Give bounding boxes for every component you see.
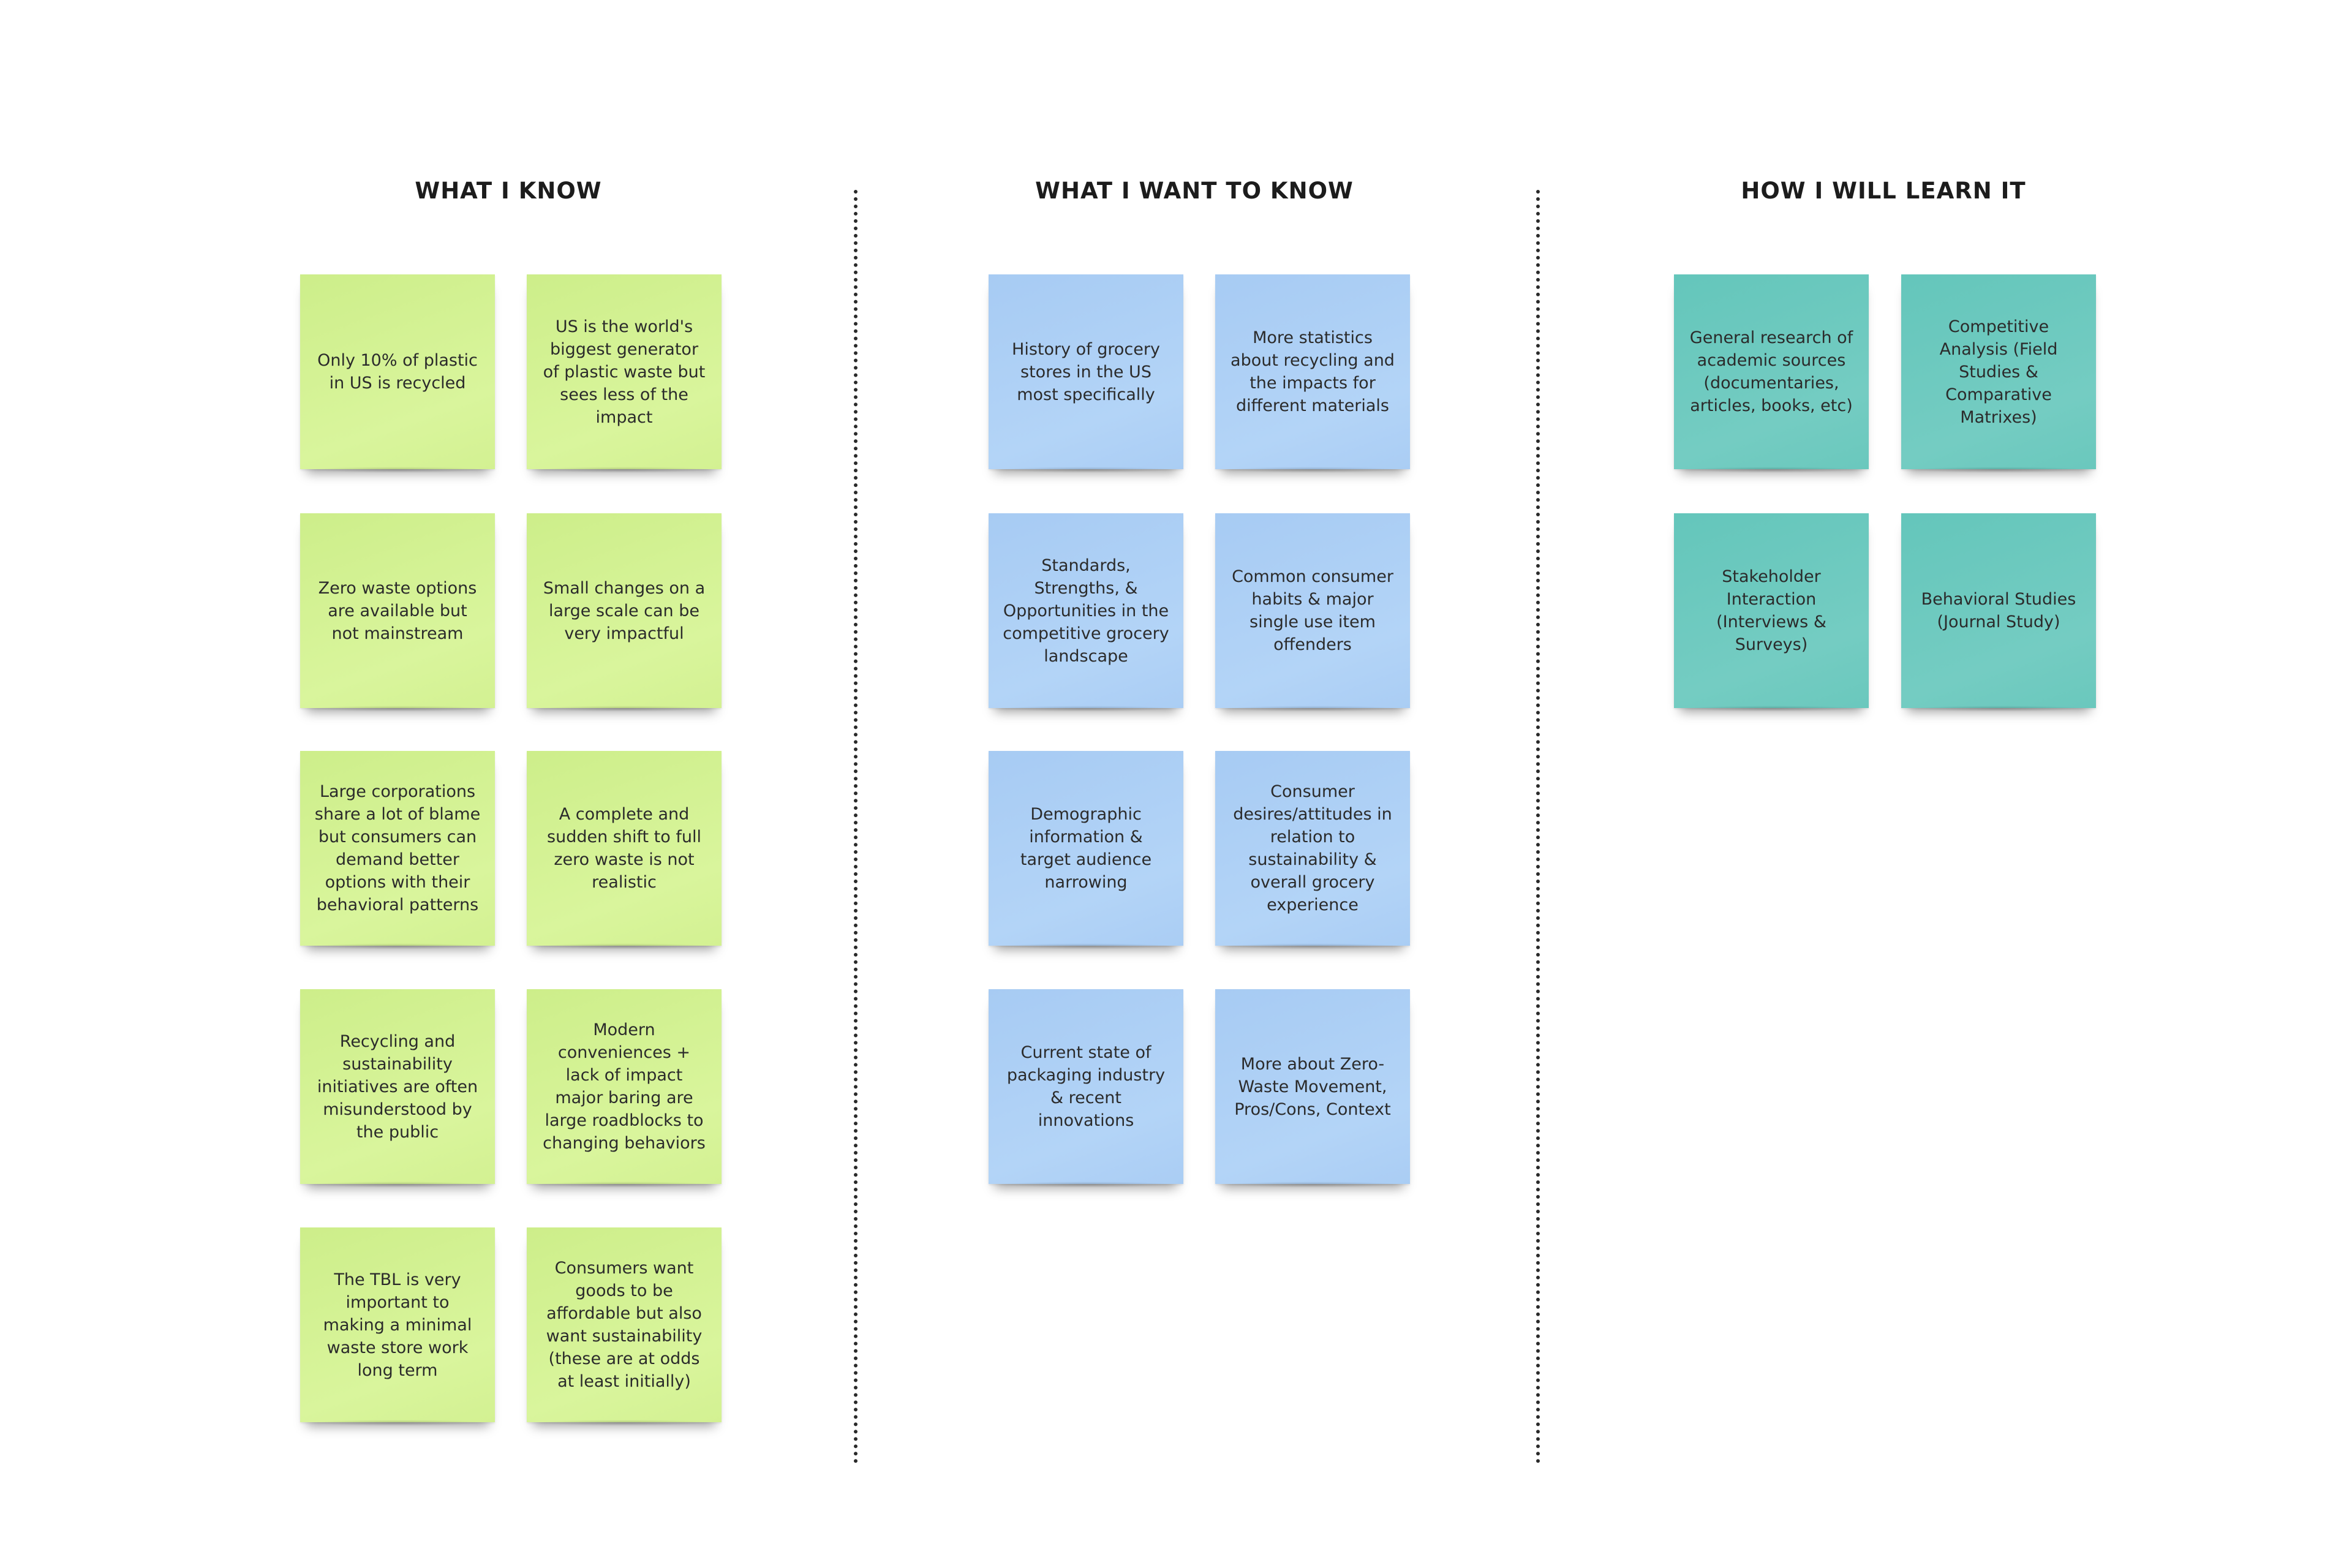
sticky-note-know-4[interactable]: Small changes on a large scale can be ve… — [527, 513, 722, 712]
sticky-note-want-5[interactable]: Demographic information & target audienc… — [989, 751, 1183, 949]
column-title-what-i-know: WHAT I KNOW — [415, 178, 602, 204]
sticky-note-learn-1[interactable]: General research of academic sources (do… — [1674, 274, 1869, 473]
sticky-note-know-5[interactable]: Large corporations share a lot of blame … — [300, 751, 495, 949]
sticky-note-learn-2[interactable]: Competitive Analysis (Field Studies & Co… — [1901, 274, 2096, 473]
sticky-note-want-4[interactable]: Common consumer habits & major single us… — [1215, 513, 1410, 712]
sticky-note-want-1[interactable]: History of grocery stores in the US most… — [989, 274, 1183, 473]
column-divider-left — [854, 190, 858, 1464]
sticky-note-learn-4[interactable]: Behavioral Studies (Journal Study) — [1901, 513, 2096, 712]
sticky-note-know-6[interactable]: A complete and sudden shift to full zero… — [527, 751, 722, 949]
column-title-what-i-want-to-know: WHAT I WANT TO KNOW — [1035, 178, 1354, 204]
sticky-note-learn-3[interactable]: Stakeholder Interaction (Interviews & Su… — [1674, 513, 1869, 712]
sticky-note-know-3[interactable]: Zero waste options are available but not… — [300, 513, 495, 712]
sticky-note-know-1[interactable]: Only 10% of plastic in US is recycled — [300, 274, 495, 473]
sticky-note-want-7[interactable]: Current state of packaging industry & re… — [989, 989, 1183, 1188]
sticky-note-know-8[interactable]: Modern conveniences + lack of impact maj… — [527, 989, 722, 1188]
sticky-note-want-2[interactable]: More statistics about recycling and the … — [1215, 274, 1410, 473]
sticky-note-want-3[interactable]: Standards, Strengths, & Opportunities in… — [989, 513, 1183, 712]
sticky-note-want-8[interactable]: More about Zero-Waste Movement, Pros/Con… — [1215, 989, 1410, 1188]
sticky-note-know-10[interactable]: Consumers want goods to be affordable bu… — [527, 1227, 722, 1426]
sticky-note-know-7[interactable]: Recycling and sustainability initiatives… — [300, 989, 495, 1188]
sticky-note-know-9[interactable]: The TBL is very important to making a mi… — [300, 1227, 495, 1426]
sticky-note-want-6[interactable]: Consumer desires/attitudes in relation t… — [1215, 751, 1410, 949]
sticky-note-know-2[interactable]: US is the world's biggest generator of p… — [527, 274, 722, 473]
column-title-how-i-will-learn-it: HOW I WILL LEARN IT — [1741, 178, 2026, 204]
column-divider-right — [1536, 190, 1540, 1464]
